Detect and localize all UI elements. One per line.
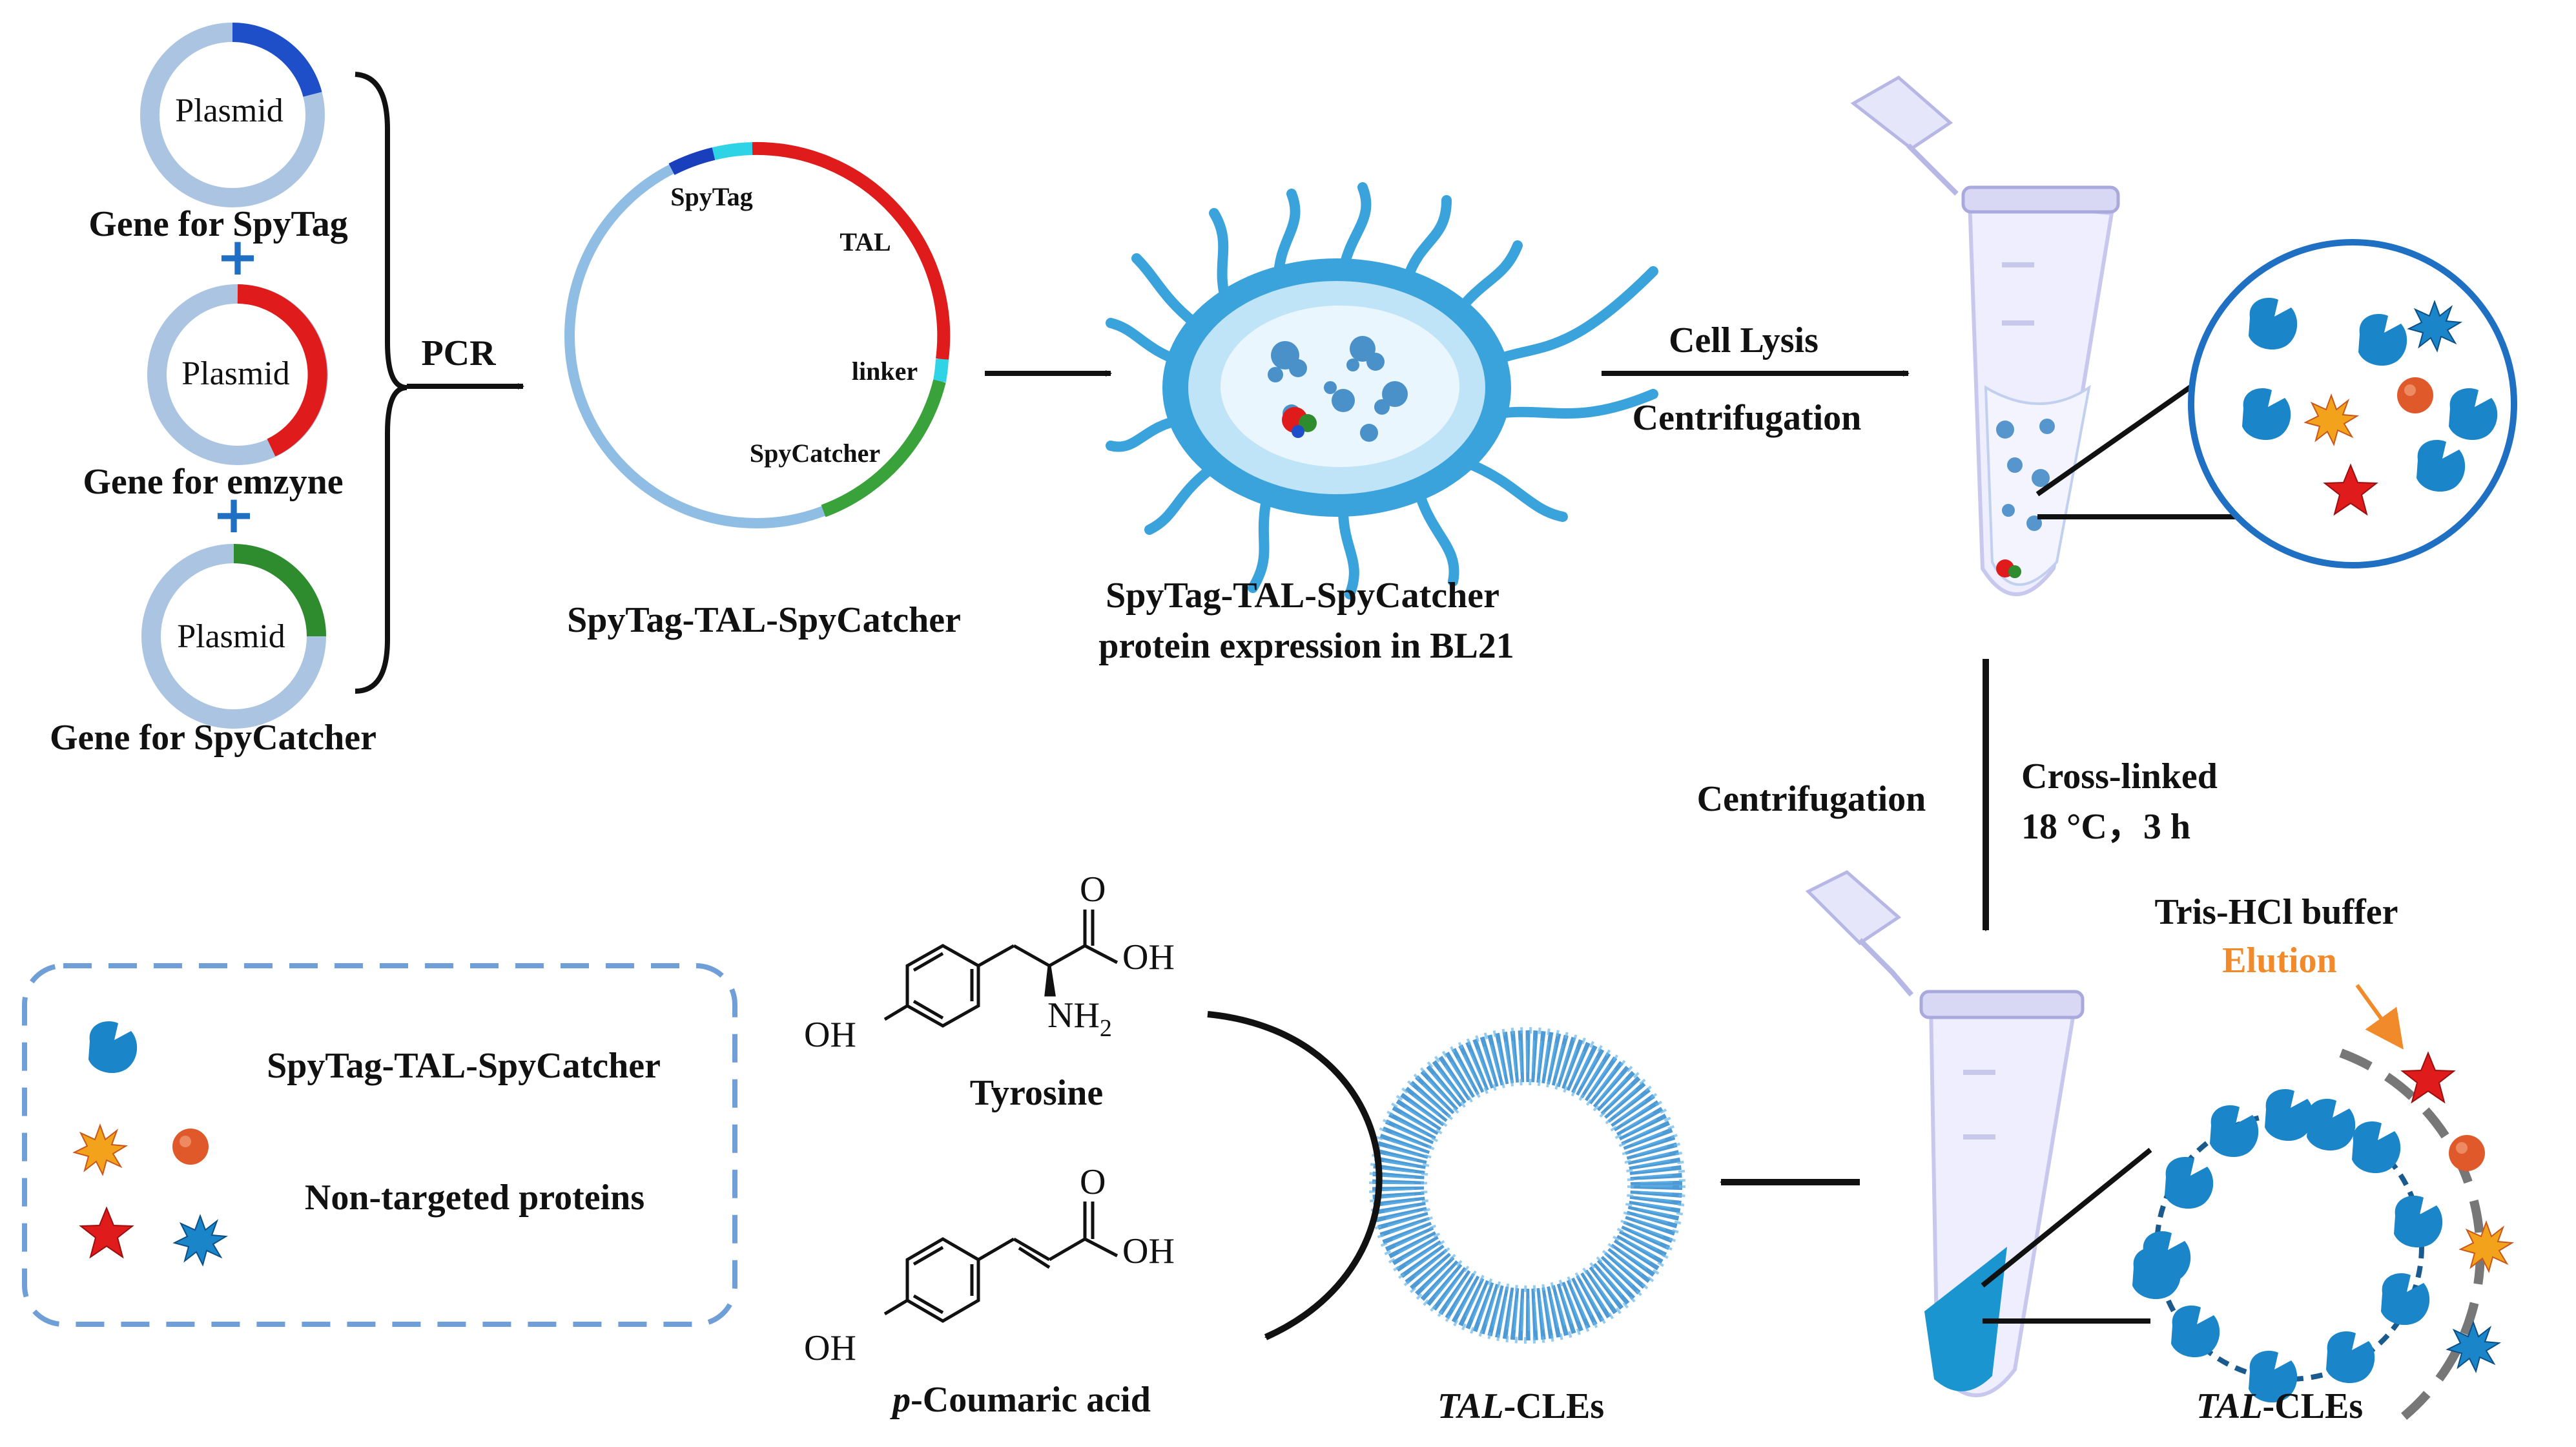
plus-sign: + xyxy=(212,484,255,545)
gene-label-enzyme: Gene for emzyne xyxy=(83,462,343,502)
gene-label-spycatcher: Gene for SpyCatcher xyxy=(50,718,376,758)
zoom-line-upper-2 xyxy=(1981,1147,2152,1288)
legend-item-protein: SpyTag-TAL-SpyCatcher xyxy=(267,1046,661,1086)
legend-orange-ball-icon xyxy=(172,1129,209,1165)
legend-box xyxy=(22,963,737,1327)
tyrosine-OH-phenol: OH xyxy=(804,1015,856,1055)
segment-tal: TAL xyxy=(840,227,891,256)
step-cell-lysis: Cell Lysis xyxy=(1669,320,1819,360)
segment-linker: linker xyxy=(852,357,918,386)
brace-bracket xyxy=(355,72,407,694)
step-crosslink-line2: 18 °C，3 h xyxy=(2021,807,2190,847)
tyrosine-O: O xyxy=(1080,869,1106,910)
dna-bundle-icon xyxy=(1282,407,1317,438)
cle-label-center: TAL-CLEs xyxy=(1437,1386,1604,1426)
eluted-orange-ball xyxy=(2449,1135,2485,1171)
pcr-label: PCR xyxy=(421,333,496,373)
coumaric-OH-acid: OH xyxy=(1122,1231,1175,1271)
legend-item-nontargeted: Non-targeted proteins xyxy=(305,1178,644,1218)
lysate-zoom-circle xyxy=(2188,239,2517,568)
plasmid-enzyme: Plasmid xyxy=(147,284,328,465)
eluted-blue-burst xyxy=(2447,1322,2500,1372)
eluted-orange-burst xyxy=(2460,1222,2513,1272)
coumaric-name: p-Coumaric acid xyxy=(890,1380,1151,1420)
gene-label-spytag: Gene for SpyTag xyxy=(88,204,347,244)
plasmid-label: Plasmid xyxy=(175,92,283,129)
elution-arrow xyxy=(2355,984,2404,1050)
legend-blue-burst-icon xyxy=(174,1215,227,1265)
segment-spycatcher: SpyCatcher xyxy=(750,439,880,468)
legend-red-star-icon xyxy=(80,1207,133,1258)
plus-sign: + xyxy=(216,227,259,287)
coumaric-OH-phenol: OH xyxy=(804,1328,856,1368)
buffer-label: Tris-HCl buffer xyxy=(2155,892,2398,932)
tyrosine-structure xyxy=(883,910,1118,1028)
plasmid-label: Plasmid xyxy=(181,355,290,392)
fusion-caption: SpyTag-TAL-SpyCatcher xyxy=(567,600,961,640)
plasmid-spycatcher: Plasmid xyxy=(141,544,326,729)
plasmid-spytag: Plasmid xyxy=(140,23,325,207)
cles-aggregate-ring xyxy=(1369,1027,1685,1344)
coumaric-structure xyxy=(883,1202,1118,1323)
coumaric-O: O xyxy=(1080,1162,1106,1202)
elution-label: Elution xyxy=(2222,941,2336,981)
tube-lysate xyxy=(1850,75,2120,596)
fusion-plasmid: SpyTag TAL linker SpyCatcher xyxy=(564,141,951,528)
cle-label-right: TAL-CLEs xyxy=(2196,1386,2363,1426)
plasmid-label: Plasmid xyxy=(177,618,285,655)
segment-spytag: SpyTag xyxy=(670,182,753,211)
legend-protein-icon xyxy=(88,1021,138,1074)
bacterium-cell xyxy=(1106,182,1658,599)
cell-caption-line2: protein expression in BL21 xyxy=(1098,626,1514,666)
step-centrifugation-mid: Centrifugation xyxy=(1697,779,1926,819)
reaction-arrow xyxy=(1207,1011,1383,1340)
step-crosslink-line1: Cross-linked xyxy=(2021,756,2218,796)
tube-cles xyxy=(1805,870,2085,1397)
tyrosine-name: Tyrosine xyxy=(970,1073,1103,1113)
legend-orange-burst-icon xyxy=(74,1125,127,1175)
tyrosine-NH2: NH2 xyxy=(1047,995,1112,1042)
tyrosine-OH-acid: OH xyxy=(1122,937,1175,977)
cell-caption-line1: SpyTag-TAL-SpyCatcher xyxy=(1106,576,1499,616)
step-centrifugation-top: Centrifugation xyxy=(1633,398,1862,438)
cles-ring-cluster xyxy=(2132,1048,2485,1431)
